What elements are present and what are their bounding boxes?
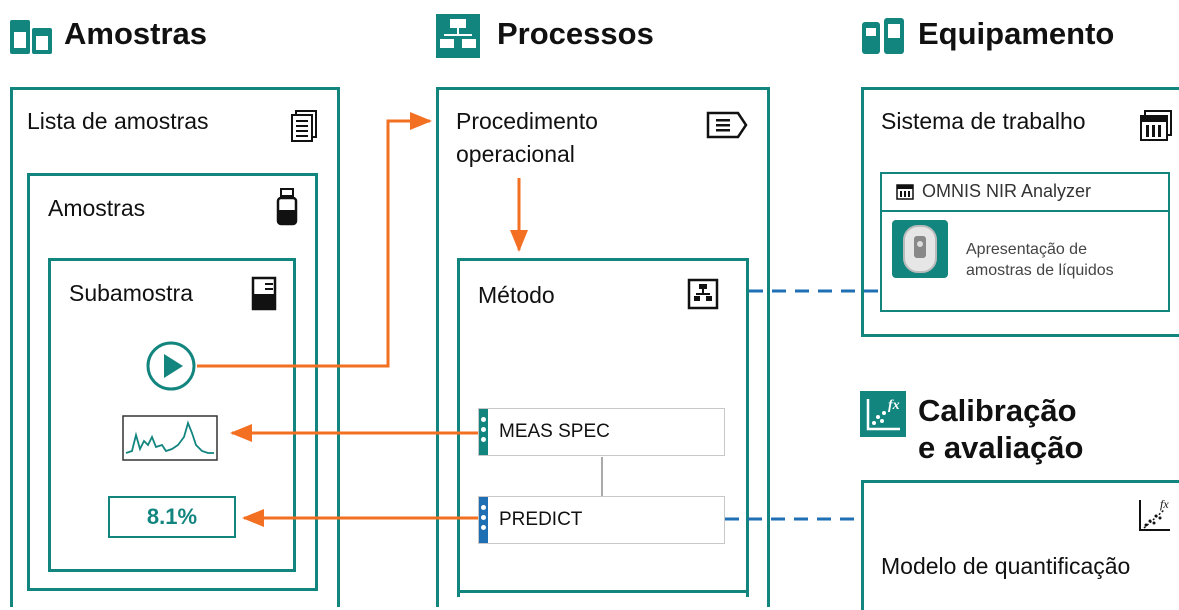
drag-handle-icon[interactable] [481, 417, 486, 447]
beaker-icon [251, 276, 277, 312]
calibration-heading-line2: e avaliação [918, 430, 1084, 465]
samples-heading: Amostras [64, 16, 207, 51]
quant-model-box [861, 480, 1179, 610]
result-value-box: 8.1% [108, 496, 236, 538]
samples-label: Amostras [48, 195, 146, 221]
work-system-icon [1139, 110, 1173, 142]
svg-text:fx: fx [888, 398, 900, 413]
step-meas-spec[interactable]: MEAS SPEC [478, 408, 725, 456]
process-flow-icon [436, 14, 480, 58]
sample-list-label: Lista de amostras [27, 108, 209, 134]
calibration-heading-line1: Calibração [918, 393, 1077, 428]
step-predict-bar [479, 497, 488, 543]
drag-handle-icon[interactable] [481, 505, 486, 535]
analyzer-desc-line2: amostras de líquidos [966, 262, 1114, 279]
equipment-heading: Equipamento [918, 16, 1115, 51]
method-tree-icon [687, 278, 719, 310]
analyzer-title: OMNIS NIR Analyzer [922, 181, 1092, 201]
analyzer-icon [896, 184, 914, 200]
method-label: Método [478, 282, 555, 308]
result-value: 8.1% [146, 504, 198, 529]
work-system-label: Sistema de trabalho [881, 108, 1086, 134]
procedure-tag-icon [706, 111, 748, 139]
analyzer-desc-line1: Apresentação de [966, 241, 1087, 258]
document-list-icon [290, 110, 318, 142]
subsample-label: Subamostra [69, 280, 194, 306]
liquid-vial-icon [892, 220, 948, 278]
quant-model-label: Modelo de quantificação [881, 553, 1131, 579]
spectrum-icon [122, 415, 218, 461]
processes-heading: Processos [497, 16, 654, 51]
samples-icon [10, 20, 54, 56]
calibration-fx-icon: fx [860, 391, 906, 437]
procedure-label-line1: Procedimento [456, 108, 598, 134]
scatter-fx-icon: fx [1136, 496, 1174, 534]
step-predict[interactable]: PREDICT [478, 496, 725, 544]
svg-text:fx: fx [1160, 497, 1169, 511]
step-meas-spec-label: MEAS SPEC [499, 421, 610, 442]
step-predict-label: PREDICT [499, 509, 583, 530]
step-meas-spec-bar [479, 409, 488, 455]
analyzer-header-divider [880, 210, 1170, 212]
bottle-icon [276, 188, 298, 226]
procedure-label-line2: operacional [456, 141, 575, 167]
equipment-icon [862, 18, 906, 56]
method-box-bottom [457, 590, 749, 593]
play-icon[interactable] [145, 340, 197, 392]
